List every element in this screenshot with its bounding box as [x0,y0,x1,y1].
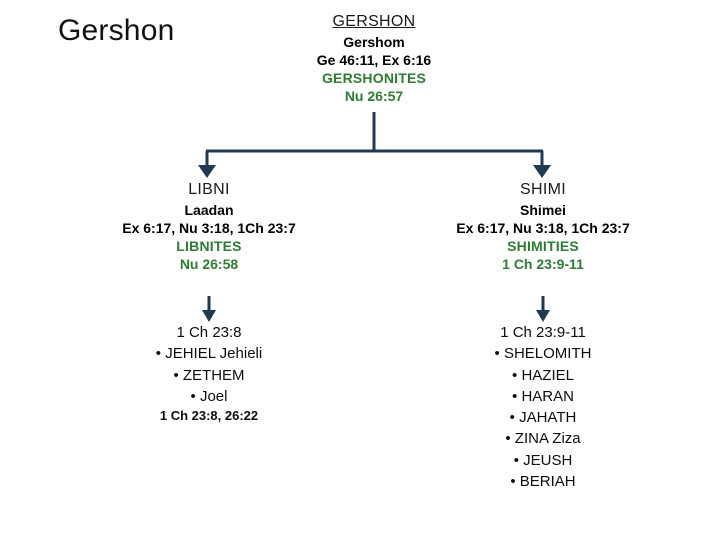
node-gershon-title: GERSHON [332,13,416,30]
node-gershon-references: Ge 46:11, Ex 6:16 [316,51,432,68]
node-libni-clan: LIBNITES [176,238,242,255]
node-shimi: SHIMI Shimei Ex 6:17, Nu 3:18, 1Ch 23:7 … [403,180,683,274]
list-item: • HAZIEL [512,366,574,384]
node-libni-title: LIBNI [188,181,230,198]
list-item: • JEUSH [513,451,573,469]
list-item: • JAHATH [509,409,577,427]
node-shimi-alt-name: Shimei [520,201,566,218]
node-gershon: GERSHON Gershom Ge 46:11, Ex 6:16 GERSHO… [254,12,494,106]
arrow-to-libni-icon [198,165,216,178]
node-shimi-clan-reference: 1 Ch 23:9-11 [502,256,584,273]
libni-descendants-footer: 1 Ch 23:8, 26:22 [159,408,259,424]
shimi-descendants: 1 Ch 23:9-11 • SHELOMITH • HAZIEL • HARA… [413,322,673,492]
arrow-libni-desc-icon [202,310,216,322]
list-item: • Joel [190,387,228,405]
node-libni: LIBNI Laadan Ex 6:17, Nu 3:18, 1Ch 23:7 … [69,180,349,274]
libni-descendants: 1 Ch 23:8 • JEHIEL Jehieli • ZETHEM • Jo… [79,322,339,426]
shimi-descendants-heading: 1 Ch 23:9-11 [500,324,586,341]
node-gershon-clan-reference: Nu 26:57 [344,88,404,105]
node-libni-alt-name: Laadan [184,201,234,218]
node-gershon-clan: GERSHONITES [321,70,427,87]
list-item: • JEHIEL Jehieli [155,345,263,363]
arrow-to-shimi-icon [533,165,551,178]
node-libni-clan-reference: Nu 26:58 [179,256,239,273]
list-item: • SHELOMITH [494,345,592,363]
node-libni-references: Ex 6:17, Nu 3:18, 1Ch 23:7 [122,219,296,236]
node-shimi-title: SHIMI [520,181,566,198]
node-gershon-alt-name: Gershom [343,33,405,50]
node-shimi-clan: SHIMITIES [507,238,579,255]
page-title: Gershon [58,14,175,47]
node-shimi-references: Ex 6:17, Nu 3:18, 1Ch 23:7 [456,219,630,236]
list-item: • HARAN [512,387,574,405]
list-item: • ZETHEM [173,366,245,384]
list-item: • BERIAH [510,473,576,491]
list-item: • ZINA Ziza [505,430,581,448]
arrow-shimi-desc-icon [536,310,550,322]
libni-descendants-heading: 1 Ch 23:8 [176,324,242,341]
